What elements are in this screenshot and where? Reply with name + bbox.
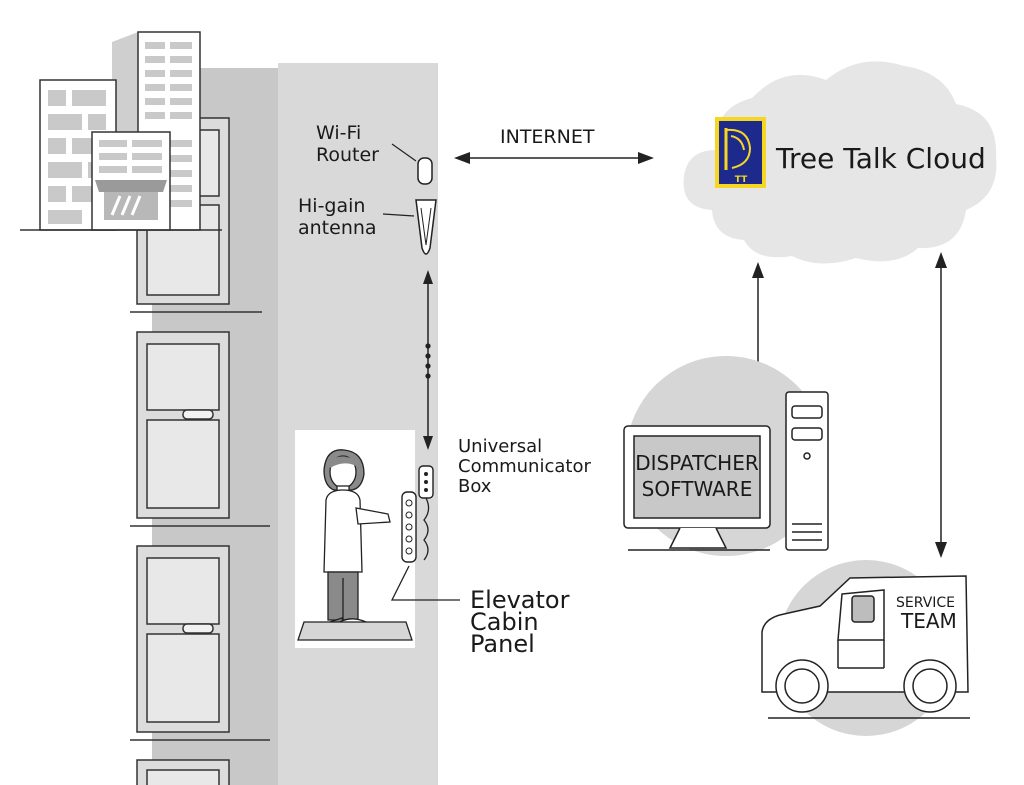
internet-label: INTERNET <box>500 126 595 148</box>
wifi-router-icon <box>417 157 433 185</box>
service-van-icon <box>761 575 970 719</box>
cabin-panel-leader <box>390 565 460 601</box>
internet-arrow <box>454 152 654 164</box>
elevator-doors <box>136 117 230 785</box>
wireless-link-arrow <box>423 270 433 450</box>
cabin-panel-icon <box>401 491 417 563</box>
elevator-shaft <box>278 63 438 785</box>
cabin-floor <box>297 621 413 641</box>
logo-letters: TT <box>735 175 748 185</box>
cloud-label: Tree Talk Cloud <box>775 142 986 175</box>
communicator-box-icon <box>418 465 434 561</box>
antenna-leader <box>382 213 415 217</box>
city-buildings-icon <box>20 31 222 231</box>
floor-lines <box>130 311 270 741</box>
cloud-icon <box>683 61 997 264</box>
antenna-icon <box>415 199 437 255</box>
wifi-router-leader <box>391 143 417 162</box>
cloud-service-arrow <box>935 252 947 558</box>
computer-icon <box>623 391 829 551</box>
tree-talk-logo: TT <box>715 117 766 188</box>
signal-dots <box>425 343 431 379</box>
